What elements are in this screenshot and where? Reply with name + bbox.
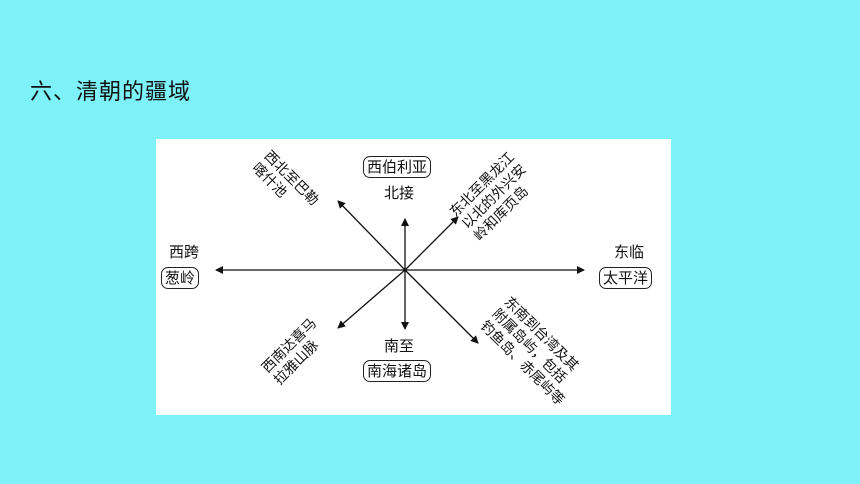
south-direction-label: 南至 — [384, 337, 415, 355]
east-region-box: 太平洋 — [599, 267, 653, 289]
page-title: 六、清朝的疆域 — [30, 80, 192, 105]
territory-diagram: 西伯利亚 北接 南至 南海诸岛 东临 太平洋 西跨 葱岭 西北至巴勒 喀什池 东… — [156, 139, 671, 415]
compass-arrows — [215, 200, 585, 344]
arrow-southeast — [404, 269, 479, 344]
west-region-box: 葱岭 — [161, 267, 200, 289]
west-direction-label: 西跨 — [169, 243, 200, 261]
arrow-southwest — [337, 269, 406, 329]
north-direction-label: 北接 — [384, 184, 415, 202]
east-direction-label: 东临 — [614, 243, 645, 261]
north-region-box: 西伯利亚 — [363, 156, 432, 178]
arrow-northeast — [404, 216, 459, 271]
arrow-northwest — [337, 200, 406, 271]
south-region-box: 南海诸岛 — [363, 360, 432, 382]
